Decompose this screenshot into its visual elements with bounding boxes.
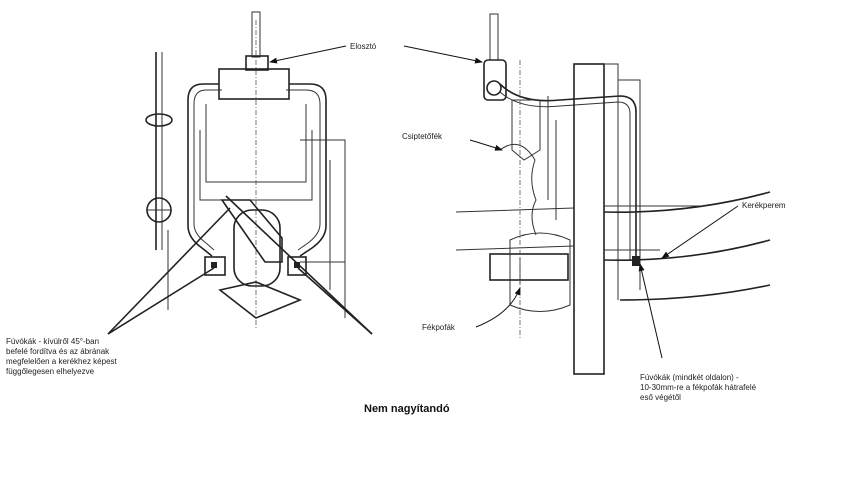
leader-nozzle-left-2 (107, 207, 231, 335)
frame-middle (199, 130, 313, 201)
label-nozzles-left: Fúvókák - kívülről 45°-ban befelé fordít… (6, 337, 118, 376)
svg-text:függőlegesen elhelyezve: függőlegesen elhelyezve (6, 367, 95, 376)
caliper-body (511, 99, 541, 161)
nozzle-pipe-side-outer (499, 83, 637, 260)
svg-text:Fúvókák (mindkét oldalon) -: Fúvókák (mindkét oldalon) - (640, 373, 739, 382)
nozzle-pipe-left-outer (187, 83, 219, 257)
label-caliper-brake: Csiptetőfék (402, 132, 443, 141)
nozzle-pipe-side-inner (499, 91, 631, 260)
label-distributor: Elosztó (350, 42, 377, 51)
label-wheel-rim: Kerékperem (742, 201, 786, 210)
leader-nozzle-right-2 (225, 195, 373, 335)
supply-pipe-right (489, 13, 499, 61)
distributor-block-left (218, 68, 290, 100)
arrow-rim (661, 205, 739, 259)
arrow-distributor-left (269, 45, 347, 64)
vertical-post (573, 63, 605, 375)
nozzle-pipe-right-outer (289, 83, 327, 257)
frame-side-right (300, 139, 346, 300)
nozzle-right (294, 262, 300, 268)
caption: Nem nagyítandó (364, 403, 450, 415)
svg-text:Fúvókák - kívülről 45°-ban: Fúvókák - kívülről 45°-ban (6, 337, 99, 346)
svg-text:10-30mm-re a fékpofák hátrafel: 10-30mm-re a fékpofák hátrafelé (640, 383, 757, 392)
svg-text:eső végétől: eső végétől (640, 393, 681, 402)
wheel-front (233, 209, 281, 287)
nozzle-left (211, 262, 217, 268)
nozzle-block-right (287, 256, 307, 276)
arrow-distributor-right (403, 45, 483, 64)
svg-text:befelé fordítva és az ábrának: befelé fordítva és az ábrának (6, 347, 110, 356)
nozzle-block-left (204, 256, 226, 276)
nozzle-pipe-left-inner (193, 89, 222, 251)
rod-disk-upper (145, 113, 173, 127)
side-view-drawing (403, 13, 771, 375)
beam (455, 207, 575, 251)
distributor-right (483, 59, 507, 101)
brake-pad (489, 253, 569, 281)
brake-lever-bottom (218, 281, 303, 319)
nozzle-side (632, 256, 640, 266)
svg-text:megfelelően a kerékhez képest: megfelelően a kerékhez képest (6, 357, 118, 366)
distributor-cap-left (245, 55, 269, 71)
brake-shoe (509, 232, 571, 312)
frame-upper (205, 104, 307, 183)
wheel-rim (603, 191, 771, 301)
arrow-caliper (469, 139, 503, 151)
label-brake-pads: Fékpofák (422, 323, 456, 332)
arrow-nozzle-side (638, 263, 663, 359)
label-nozzles-right: Fúvókák (mindkét oldalon) - 10-30mm-re a… (640, 373, 757, 402)
arrow-pad (475, 287, 521, 328)
nozzle-pipe-right-inner (286, 89, 321, 251)
front-view-drawing (107, 11, 373, 335)
leader-nozzle-left-1 (107, 267, 215, 335)
